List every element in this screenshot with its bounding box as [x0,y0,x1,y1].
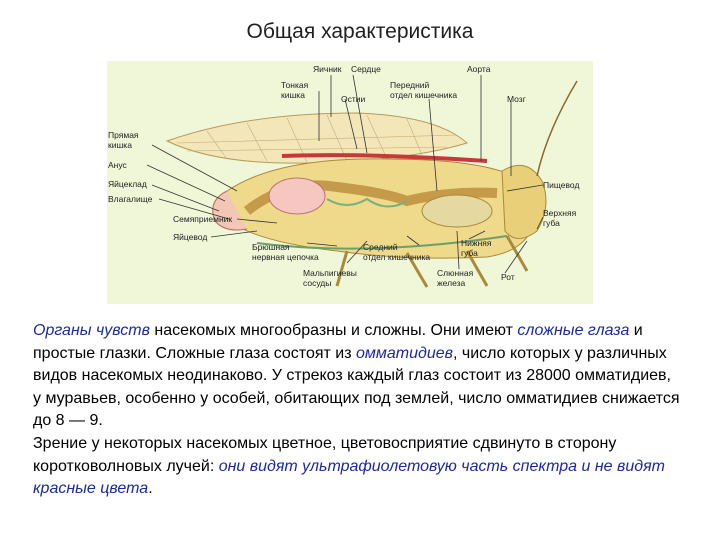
label-pryamaya-kishka: Прямая кишка [108,130,139,150]
term-slozhnye-glaza: сложные глаза [517,322,630,339]
label-aorta: Аорта [467,64,491,74]
label-serdtse: Сердце [351,64,381,74]
label-yaichnik: Яичник [313,64,342,74]
label-nizhnyaya-guba: Нижняя губа [461,238,492,258]
text-segment: Зрение у некоторых насекомых цветное, цв… [33,435,617,475]
insect-anatomy-figure: Яичник Сердце Аорта Тонкая кишка Остии П… [107,61,593,304]
term-ultraviolet: они видят ультрафиолетовую часть спектра… [33,457,665,498]
label-mozg: Мозг [507,94,526,104]
label-yaytseklad: Яйцеклад [108,179,147,189]
term-organy-chuvstv: Органы чувств [33,322,150,339]
term-ommatidii: омматидиев [356,344,453,362]
label-tonkaya-kishka: Тонкая кишка [281,80,309,100]
label-anus: Анус [108,160,127,170]
text-segment: и простые глазки. Сложные глаза состоят … [33,322,643,362]
label-rot: Рот [501,272,515,282]
text-segment: . [148,480,153,497]
label-bryushnaya-tsepochka: Брюшная нервная цепочка [252,242,319,262]
slide-title: Общая характеристика [246,20,474,43]
label-yaytsevod: Яйцевод [173,232,208,242]
text-segment: , число которых у различных видов насеко… [33,344,680,430]
label-peredniy-otdel: Передний отдел кишечника [390,80,458,100]
label-pishchevod: Пищевод [543,180,580,190]
text-segment: насекомых многообразны и сложны. Они име… [149,322,518,339]
paragraph-color-vision: Зрение у некоторых насекомых цветное, цв… [33,433,683,501]
label-sredniy-otdel: Средний отдел кишечника [363,242,431,262]
insect-anatomy-drawing [146,74,578,288]
label-semypriemnik: Семяприемник [173,214,233,224]
label-malpigievy-sosudy: Мальпигиевы сосуды [303,268,357,288]
label-ostii: Остии [341,94,366,104]
paragraph-sense-organs: Органы чувств насекомых многообразны и с… [33,320,683,433]
label-vlagalishe: Влагалище [108,194,153,204]
label-verhnyaya-guba: Верхняя губа [543,208,577,228]
label-slyunnaya-zheleza: Слюнная железа [437,268,474,288]
